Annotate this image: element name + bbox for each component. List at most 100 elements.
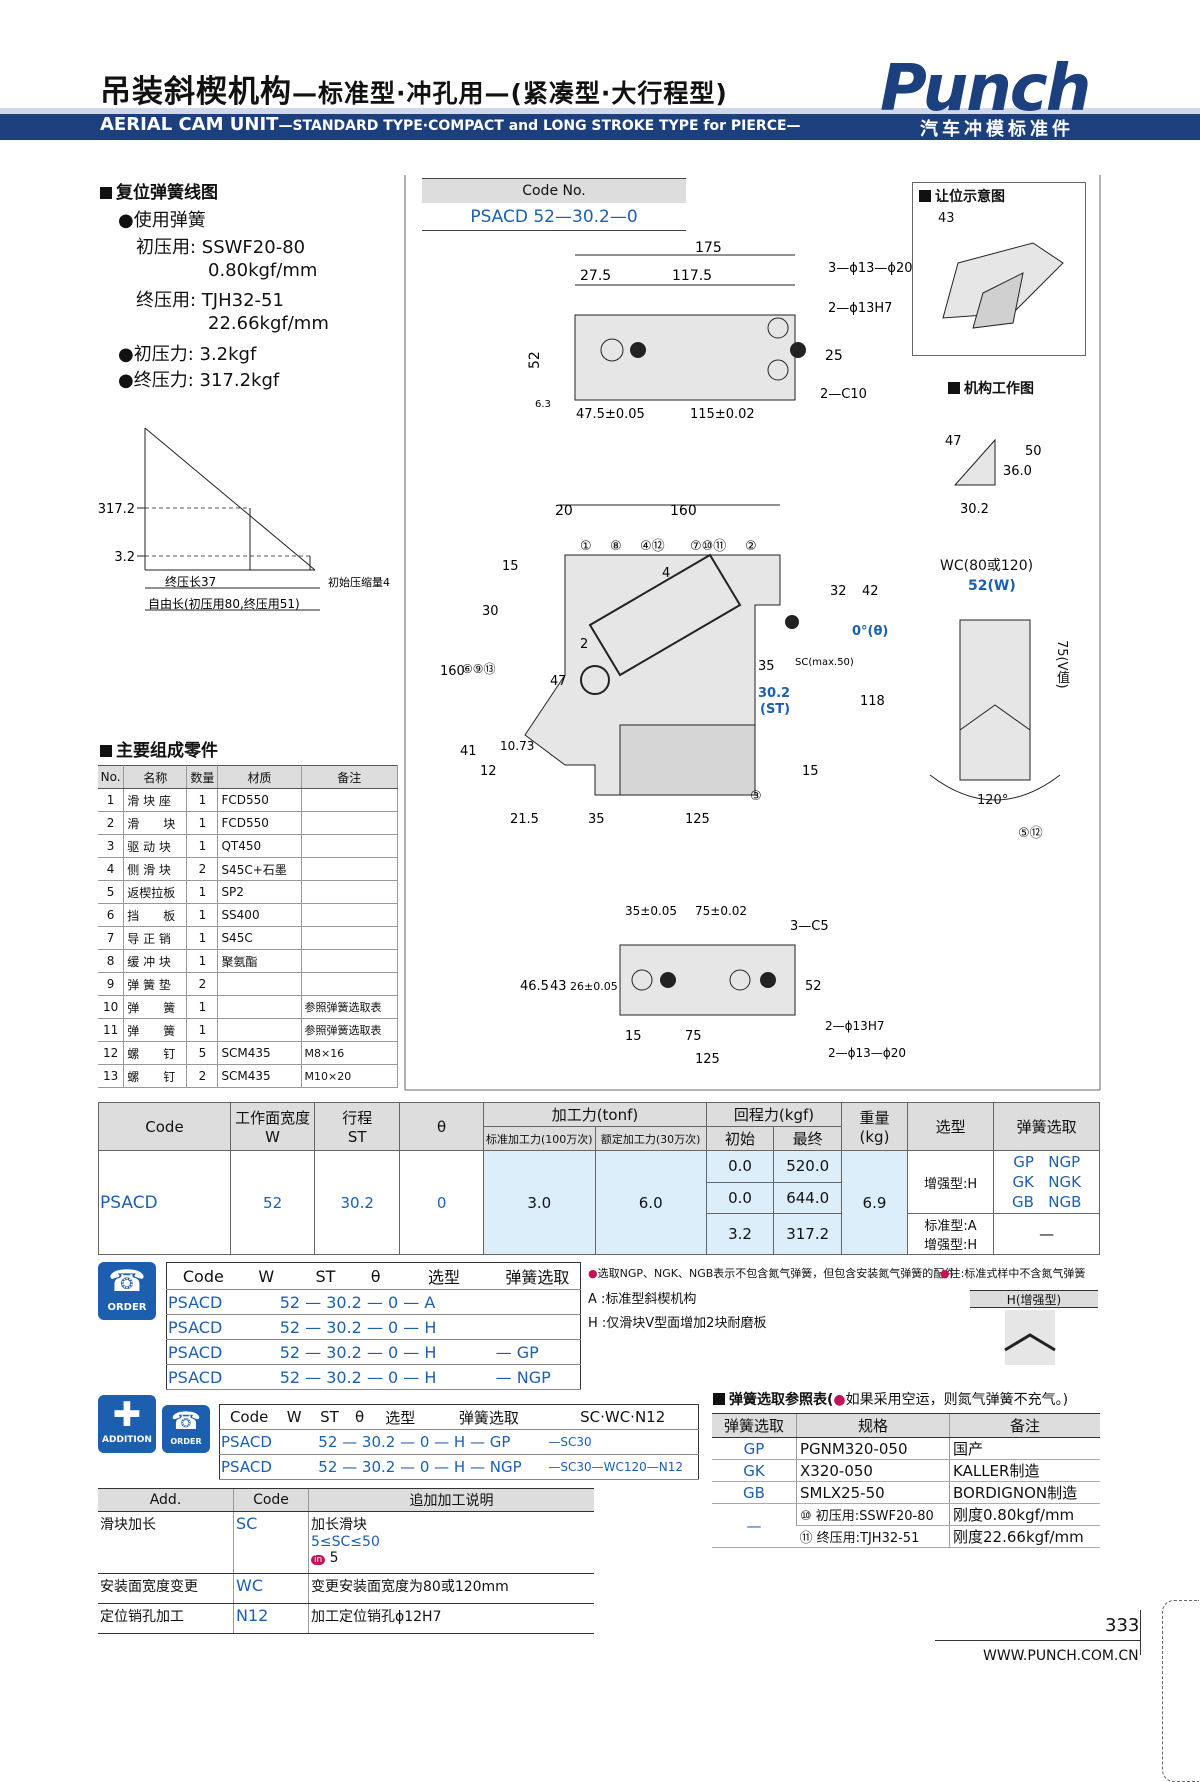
dim-15: 15 bbox=[502, 559, 519, 574]
parts-cell: 2 bbox=[186, 972, 219, 996]
add-h-desc: 追加加工说明 bbox=[308, 1488, 594, 1512]
parts-top-7-10-11: ⑦⑩⑪ bbox=[690, 539, 726, 554]
spec-return-init: 0.0 bbox=[705, 1181, 775, 1214]
dim-27-5: 27.5 bbox=[580, 268, 611, 284]
spec-return-final: 520.0 bbox=[773, 1150, 843, 1183]
parts-cell: 8 bbox=[98, 949, 125, 973]
spring-select-h: 弹簧选取 bbox=[712, 1413, 797, 1438]
add-order-h-w: W bbox=[278, 1404, 311, 1430]
add-order-h-code: Code bbox=[219, 1404, 279, 1430]
add-row-code: SC bbox=[233, 1511, 309, 1574]
parts-cell: FCD550 bbox=[217, 811, 302, 835]
side-w: 52(W) bbox=[968, 578, 1016, 594]
spec-h-return: 回程力(kgf) bbox=[705, 1102, 843, 1127]
dim-47-5: 47.5±0.05 bbox=[576, 407, 645, 422]
add-order-row-options: —SC30—WC120—N12 bbox=[547, 1454, 699, 1480]
order-row-spring: — GP bbox=[494, 1339, 581, 1365]
footer-url[interactable]: WWW.PUNCH.COM.CN bbox=[983, 1648, 1139, 1664]
parts-cell: 12 bbox=[98, 1041, 125, 1065]
parts-cell: 5 bbox=[186, 1041, 219, 1065]
parts-cell bbox=[301, 949, 398, 973]
parts-header: 材质 bbox=[217, 765, 302, 789]
chart-y-high: 317.2 bbox=[98, 502, 135, 517]
spring-select-note: 国产 bbox=[949, 1437, 1100, 1460]
spring-select-code: GP bbox=[712, 1437, 797, 1460]
clearance-box: 让位示意图 43 bbox=[912, 182, 1086, 356]
parts-cell bbox=[301, 857, 398, 881]
working-36: 36.0 bbox=[1003, 464, 1032, 479]
working-47: 47 bbox=[945, 434, 962, 449]
add-order-h-theta: θ bbox=[349, 1404, 371, 1430]
addition-icon: ✚ ADDITION bbox=[98, 1395, 156, 1453]
add-order-h-type: 选型 bbox=[370, 1404, 431, 1430]
parts-cell bbox=[301, 972, 398, 996]
parts-cell: 弹 簧 垫 bbox=[123, 972, 188, 996]
spring-select-code: GK bbox=[712, 1459, 797, 1482]
add-order-row-options: —SC30 bbox=[547, 1429, 699, 1455]
parts-header: No. bbox=[98, 765, 125, 789]
chart-free-len: 自由长(初压用80,终压用51) bbox=[148, 596, 300, 611]
parts-cell: M10×20 bbox=[301, 1064, 398, 1088]
order-row-spring bbox=[494, 1314, 581, 1340]
spec-theta: 0 bbox=[399, 1150, 485, 1255]
dim-43: 43 bbox=[550, 979, 567, 994]
parts-cell: 弹 簧 bbox=[123, 1018, 188, 1042]
parts-cell bbox=[301, 903, 398, 927]
parts-top-4-12: ④⑫ bbox=[640, 539, 665, 554]
add-row-code: N12 bbox=[233, 1603, 309, 1634]
parts-cell: 2 bbox=[186, 857, 219, 881]
brand-logo-subtitle: 汽车冲模标准件 bbox=[920, 119, 1074, 140]
parts-cell: 2 bbox=[98, 811, 125, 835]
order-row-spec: 52 — 30.2 — 0 — H bbox=[239, 1314, 495, 1340]
dim-21-5: 21.5 bbox=[510, 812, 539, 827]
spec-type-h: 增强型:H bbox=[906, 1150, 995, 1214]
working-title: 机构工作图 bbox=[948, 378, 1034, 398]
spring-select-h: 备注 bbox=[949, 1413, 1100, 1438]
dim-125: 125 bbox=[685, 812, 710, 827]
parts-cell: 1 bbox=[186, 995, 219, 1019]
code-no-label: Code No. bbox=[422, 178, 686, 203]
spec-return-final: 644.0 bbox=[773, 1181, 843, 1214]
parts-top-1: ① bbox=[580, 539, 592, 554]
dim-75-002: 75±0.02 bbox=[695, 904, 747, 918]
add-row-desc: 变更安装面宽度为80或120mm bbox=[308, 1573, 594, 1604]
spec-h-theta: θ bbox=[399, 1102, 485, 1151]
code-no-value: PSACD 52—30.2—0 bbox=[422, 204, 686, 231]
parts-cell: M8×16 bbox=[301, 1041, 398, 1065]
parts-cell: 弹 簧 bbox=[123, 995, 188, 1019]
spring-initial-rate: 0.80kgf/mm bbox=[208, 260, 318, 281]
parts-header: 备注 bbox=[301, 765, 398, 789]
dim-4: 4 bbox=[662, 566, 670, 581]
dim-35-b: 35 bbox=[588, 812, 605, 827]
page-title-en: AERIAL CAM UNIT—STANDARD TYPE·COMPACT an… bbox=[100, 114, 801, 135]
dim-160-v: 160 bbox=[440, 664, 465, 679]
roughness-6-3: 6.3 bbox=[535, 399, 551, 410]
spring-select-note: KALLER制造 bbox=[949, 1459, 1100, 1482]
page-title: 吊装斜楔机构—标准型·冲孔用—(紧凑型·大行程型) bbox=[100, 74, 728, 110]
parts-cell bbox=[301, 811, 398, 835]
parts-cell: 聚氨酯 bbox=[217, 949, 302, 973]
add-order-h-options: SC·WC·N12 bbox=[547, 1404, 699, 1430]
spec-spring-options: GP NGP GK NGK GB NGB bbox=[993, 1150, 1100, 1214]
side-view-drawing bbox=[929, 619, 1061, 801]
drawing-frame bbox=[404, 175, 1101, 1091]
parts-cell: 3 bbox=[98, 834, 125, 858]
spring-chart: 317.2 3.2 终压长37 初始压缩量4 自由长(初压用80,终压用51) bbox=[98, 427, 390, 611]
parts-section-title: 主要组成零件 bbox=[100, 736, 218, 761]
dim-15-c: 15 bbox=[625, 1029, 642, 1044]
order-row-code: PSACD bbox=[166, 1364, 240, 1390]
spec-h-force-std: 标准加工力(100万次) bbox=[483, 1126, 596, 1151]
spring-select-spec: SMLX25-50 bbox=[796, 1481, 950, 1504]
parts-left: ⑥⑨⑬ bbox=[462, 662, 496, 676]
add-row-desc: 加工定位销孔ϕ12H7 bbox=[308, 1603, 594, 1634]
parts-header: 数量 bbox=[186, 765, 219, 789]
order-h-w: W bbox=[239, 1262, 293, 1290]
spring-select-note: BORDIGNON制造 bbox=[949, 1481, 1100, 1504]
parts-cell: 导 正 销 bbox=[123, 926, 188, 950]
